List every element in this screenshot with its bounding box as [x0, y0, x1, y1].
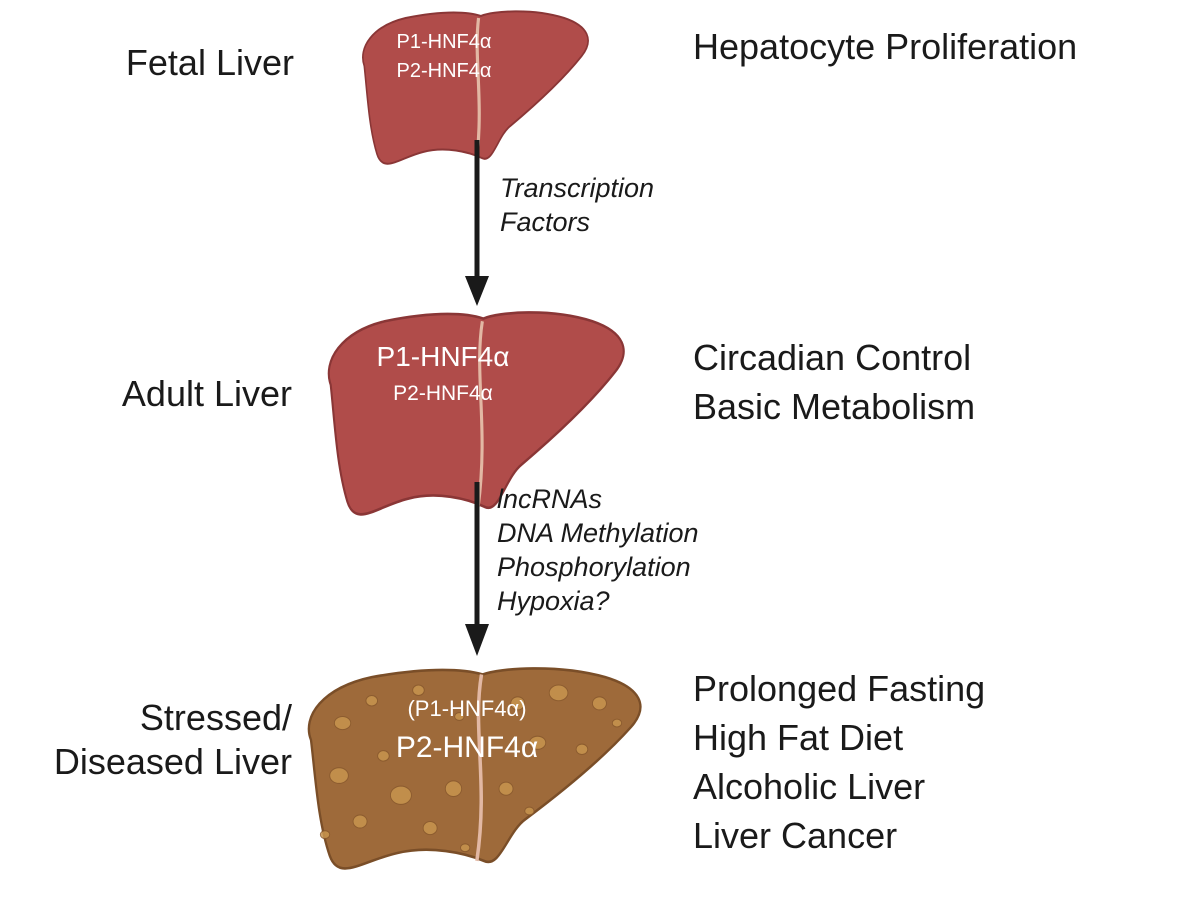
diseased-isoforms: (P1-HNF4α) P2-HNF4α — [362, 690, 572, 768]
effect-hepatocyte-proliferation: Hepatocyte Proliferation — [693, 26, 1078, 67]
diseased-isoform-p2: P2-HNF4α — [395, 731, 539, 764]
adult-liver-label: Adult Liver — [121, 373, 292, 414]
effect-high-fat-diet: High Fat Diet — [693, 717, 904, 758]
adult-liver-illustration — [327, 311, 626, 516]
regulator-lncrnas: lncRNAs — [497, 484, 603, 514]
fetal-isoforms: P1-HNF4α P2-HNF4α — [374, 28, 514, 86]
fetal-liver-illustration — [361, 10, 590, 165]
regulator-factors: Factors — [500, 207, 591, 237]
fetal-isoform-p1: P1-HNF4α — [396, 31, 492, 53]
regulator-phosphorylation: Phosphorylation — [497, 552, 691, 582]
effect-prolonged-fasting: Prolonged Fasting — [693, 668, 986, 709]
effect-liver-cancer: Liver Cancer — [693, 815, 898, 856]
effect-basic-metabolism: Basic Metabolism — [693, 386, 976, 427]
regulator-dna-methylation: DNA Methylation — [497, 518, 699, 548]
adult-isoform-p1: P1-HNF4α — [376, 341, 510, 372]
effect-circadian-control: Circadian Control — [693, 337, 972, 378]
transition-arrow-1 — [465, 140, 489, 306]
adult-isoforms: P1-HNF4α P2-HNF4α — [353, 337, 533, 411]
regulator-transcription: Transcription — [500, 173, 655, 203]
diseased-liver-illustration — [307, 667, 642, 870]
fetal-liver-label: Fetal Liver — [125, 42, 294, 83]
transition-2-regulators: lncRNAs DNA Methylation Phosphorylation … — [497, 482, 699, 618]
transition-1-regulators: Transcription Factors — [500, 171, 654, 239]
effect-alcoholic-liver: Alcoholic Liver — [693, 766, 926, 807]
fetal-isoform-p2: P2-HNF4α — [396, 60, 492, 82]
adult-isoform-p2: P2-HNF4α — [393, 382, 493, 405]
diseased-liver-label: Stressed/ Diseased Liver — [53, 697, 292, 782]
transition-arrow-2 — [465, 482, 489, 656]
diseased-isoform-p1: (P1-HNF4α) — [407, 696, 527, 721]
adult-effects: Circadian Control Basic Metabolism — [693, 333, 975, 431]
fetal-effects: Hepatocyte Proliferation — [693, 22, 1077, 71]
regulator-hypoxia: Hypoxia? — [497, 586, 610, 616]
diseased-effects: Prolonged Fasting High Fat Diet Alcoholi… — [693, 664, 985, 860]
